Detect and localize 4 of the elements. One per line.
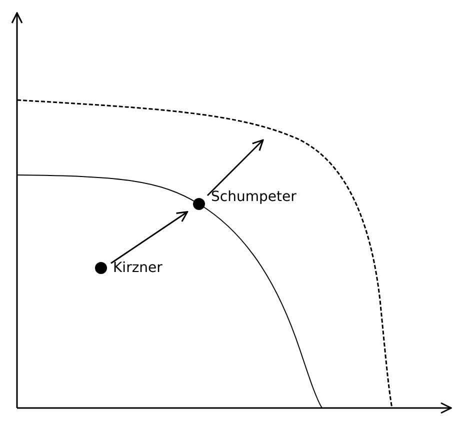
point-label: Kirzner xyxy=(113,260,162,276)
point-label: Schumpeter xyxy=(211,189,296,205)
arrow xyxy=(110,211,188,264)
arrow xyxy=(206,139,264,196)
